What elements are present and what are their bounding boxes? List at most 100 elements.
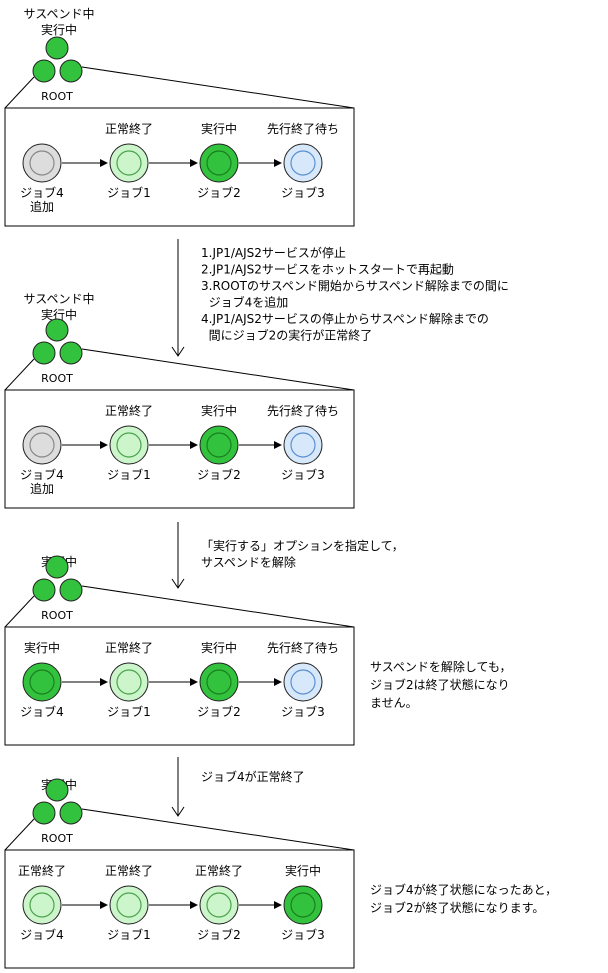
arrowhead-icon xyxy=(100,441,108,449)
root-jobnet-icon xyxy=(32,36,83,83)
arrowhead-icon xyxy=(274,441,282,449)
job-name-label: ジョブ1 xyxy=(107,704,151,719)
job-status-circle xyxy=(109,885,149,925)
job-status-label: 実行中 xyxy=(201,640,237,655)
root-node-circle xyxy=(59,578,83,602)
job-status-circle xyxy=(199,143,239,183)
job-name-label: ジョブ3 xyxy=(281,704,325,719)
job-status-inner-ring xyxy=(206,432,232,458)
expand-line-left xyxy=(4,595,35,628)
job-status-inner-ring xyxy=(206,669,232,695)
side-note-text: ジョブ4が終了状態になったあと， xyxy=(370,882,557,897)
transition-arrowhead-icon xyxy=(171,806,185,817)
job-status-circle xyxy=(199,425,239,465)
jobnet-detail-frame xyxy=(4,107,355,227)
arrowhead-icon xyxy=(274,159,282,167)
job-status-circle xyxy=(109,143,149,183)
job-status-label: 正常終了 xyxy=(105,403,153,418)
root-label: ROOT xyxy=(41,372,73,385)
job-status-circle xyxy=(22,425,62,465)
root-node-circle xyxy=(32,59,56,83)
side-note-text: ジョブ2が終了状態になります。 xyxy=(370,900,544,915)
job-name-label: ジョブ4 xyxy=(20,704,64,719)
job-status-circle xyxy=(283,885,323,925)
root-jobnet-icon xyxy=(32,555,83,602)
side-note-text: サスペンドを解除しても， xyxy=(370,659,511,674)
job-status-inner-ring xyxy=(290,892,316,918)
root-node-circle xyxy=(32,801,56,825)
job-status-label: 先行終了待ち xyxy=(267,640,339,655)
arrowhead-icon xyxy=(100,901,108,909)
transition-text: 4.JP1/AJS2サービスの停止からサスペンド解除までの xyxy=(201,311,489,326)
job-status-label: 正常終了 xyxy=(105,121,153,136)
expand-line-right xyxy=(81,585,355,628)
job-name-label: 追加 xyxy=(30,199,54,214)
transition-text: 1.JP1/AJS2サービスが停止 xyxy=(201,245,346,260)
arrowhead-icon xyxy=(274,678,282,686)
job-status-circle xyxy=(109,425,149,465)
jobnet-detail-frame xyxy=(4,389,355,509)
root-node-circle xyxy=(32,578,56,602)
transition-1: 1.JP1/AJS2サービスが停止 2.JP1/AJS2サービスをホットスタートで… xyxy=(171,239,509,357)
job-name-label: ジョブ1 xyxy=(107,927,151,942)
transition-2: 「実行する」オプションを指定して，サスペンドを解除 xyxy=(171,522,404,589)
job-status-inner-ring xyxy=(290,150,316,176)
transition-text: 間にジョブ2の実行が正常終了 xyxy=(201,328,372,343)
arrowhead-icon xyxy=(190,678,198,686)
job-status-label: 先行終了待ち xyxy=(267,403,339,418)
arrowhead-icon xyxy=(190,901,198,909)
expand-line-left xyxy=(4,76,35,109)
arrowhead-icon xyxy=(190,441,198,449)
job-status-label: 実行中 xyxy=(285,863,321,878)
expand-line-right xyxy=(81,348,355,391)
job-name-label: ジョブ1 xyxy=(107,467,151,482)
root-node-circle xyxy=(45,318,69,342)
root-jobnet-icon xyxy=(32,778,83,825)
root-label: ROOT xyxy=(41,832,73,845)
arrowhead-icon xyxy=(100,159,108,167)
job-status-label: 正常終了 xyxy=(18,863,66,878)
expand-line-left xyxy=(4,818,35,851)
job-status-inner-ring xyxy=(116,669,142,695)
root-status-text: 実行中 xyxy=(41,22,77,37)
stage-1: サスペンド中実行中ROOTジョブ4追加正常終了ジョブ1実行中ジョブ2先行終了待ち… xyxy=(4,6,355,227)
root-node-circle xyxy=(45,36,69,60)
job-status-label: 実行中 xyxy=(201,403,237,418)
job-status-inner-ring xyxy=(29,669,55,695)
root-node-circle xyxy=(59,59,83,83)
job-status-label: 正常終了 xyxy=(195,863,243,878)
root-node-circle xyxy=(45,555,69,579)
transition-text: 「実行する」オプションを指定して， xyxy=(201,538,404,553)
job-status-inner-ring xyxy=(29,892,55,918)
root-node-circle xyxy=(32,341,56,365)
root-status-text: 実行中 xyxy=(41,307,77,322)
job-status-circle xyxy=(109,662,149,702)
job-name-label: ジョブ3 xyxy=(281,927,325,942)
job-status-circle xyxy=(283,425,323,465)
jobnet-detail-frame xyxy=(4,626,355,746)
transition-arrowhead-icon xyxy=(171,578,185,589)
job-status-circle xyxy=(283,662,323,702)
job-name-label: ジョブ2 xyxy=(197,927,241,942)
job-name-label: ジョブ4 xyxy=(20,467,64,482)
root-label: ROOT xyxy=(41,90,73,103)
job-status-circle xyxy=(22,885,62,925)
stage-3: 実行中ROOT実行中ジョブ4正常終了ジョブ1実行中ジョブ2先行終了待ちジョブ3サ… xyxy=(4,554,511,746)
job-status-inner-ring xyxy=(29,432,55,458)
transition-text: 2.JP1/AJS2サービスをホットスタートで再起動 xyxy=(201,263,454,277)
job-status-label: 正常終了 xyxy=(105,863,153,878)
job-status-inner-ring xyxy=(206,892,232,918)
expand-line-right xyxy=(81,808,355,851)
side-note-text: ません。 xyxy=(370,696,418,710)
